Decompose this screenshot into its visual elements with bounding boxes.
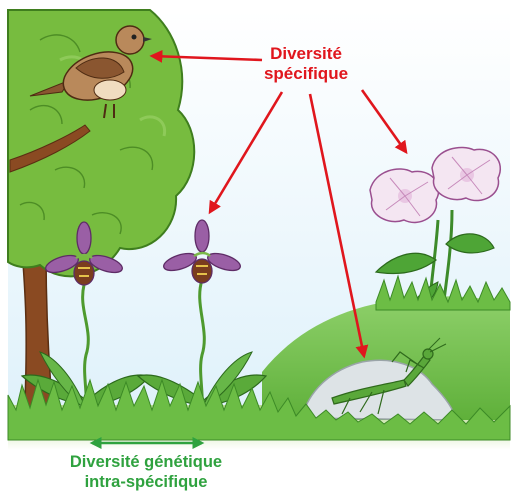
bindweed-flower	[432, 147, 500, 200]
label-species-line2: spécifique	[264, 64, 348, 83]
label-genetic-diversity: Diversité génétique intra-spécifique	[22, 452, 270, 492]
bindweed-flower	[370, 169, 439, 222]
label-genetic-line2: intra-spécifique	[85, 473, 208, 491]
label-species-diversity: Diversité spécifique	[236, 44, 376, 84]
label-genetic-line1: Diversité génétique	[70, 453, 222, 471]
label-species-line1: Diversité	[270, 44, 342, 63]
